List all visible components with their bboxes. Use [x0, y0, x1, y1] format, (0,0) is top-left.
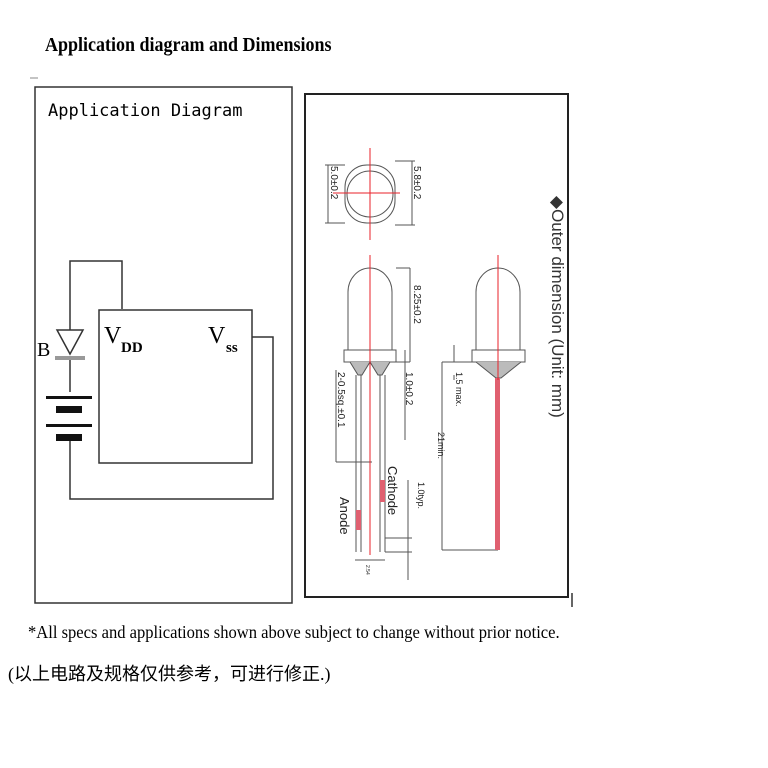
dim-height: 8.25±0.2 [411, 285, 422, 324]
dim-flange: 1.0±0.2 [403, 372, 414, 406]
application-diagram-panel: Application Diagram B V DD V ss [34, 86, 293, 604]
cathode-label: Cathode [385, 466, 400, 515]
outer-dimension-heading: ◆Outer dimension (Unit: mm) [548, 196, 567, 418]
vdd-label: V [104, 323, 122, 349]
vss-label: V [208, 323, 226, 349]
dim-pitch: 2.54 [364, 565, 370, 575]
b-label: B [37, 339, 50, 361]
circuit [55, 260, 274, 500]
diode-icon [55, 329, 85, 356]
page-title: Application diagram and Dimensions [45, 34, 332, 56]
lead-red [495, 378, 500, 550]
change-notice: *All specs and applications shown above … [28, 622, 560, 642]
vss-subscript: ss [226, 340, 238, 356]
dim-typ: 1.0typ. [416, 482, 426, 509]
change-notice-chinese: (以上电路及规格仅供参考，可进行修正.) [8, 664, 331, 684]
dim-max: 1.5 max. [454, 372, 464, 407]
dim-width-inner: 5.0±0.2 [328, 166, 339, 200]
anode-label: Anode [337, 497, 352, 535]
dimensions-panel: 5.8±0.2 5.0±0.2 8.25±0.2 1.0±0.2 2-0.5sq… [304, 93, 569, 598]
application-diagram-label: Application Diagram [48, 101, 242, 121]
battery-icon [46, 396, 92, 441]
dim-min: 21min. [436, 432, 446, 459]
diode-bar [55, 356, 85, 360]
vdd-subscript: DD [121, 340, 143, 356]
dim-width-outer: 5.8±0.2 [411, 166, 422, 200]
dim-lead: 2-0.5sq.±0.1 [335, 372, 346, 428]
center-lines [333, 148, 499, 555]
